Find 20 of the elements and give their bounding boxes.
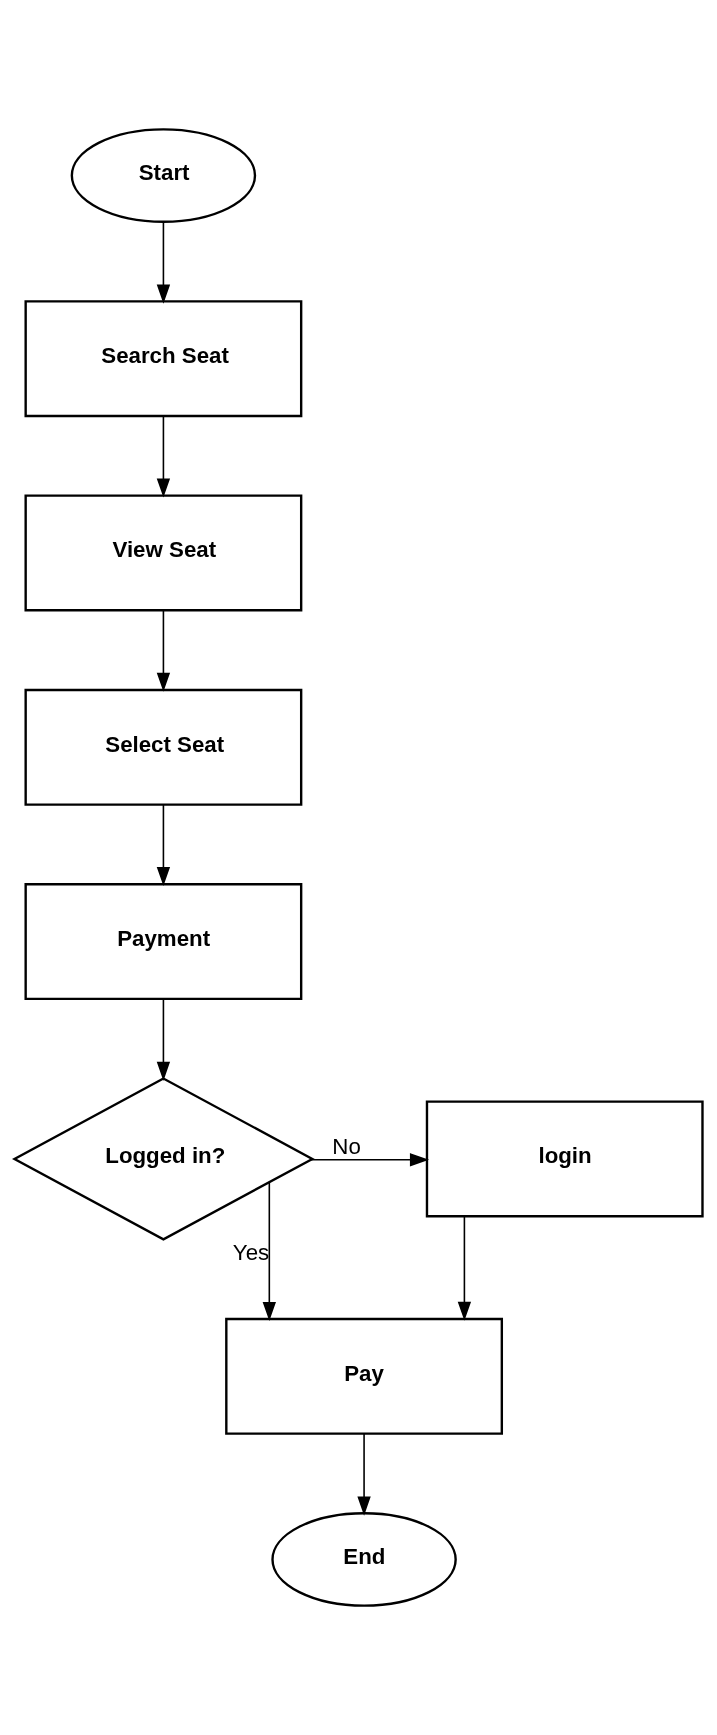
- node-box: Search Seat: [24, 300, 303, 418]
- arrow: [457, 1215, 472, 1321]
- edge-label: Yes: [232, 1240, 270, 1266]
- node-box: Payment: [24, 883, 303, 1001]
- arrow: [156, 220, 171, 304]
- arrow: [156, 998, 171, 1081]
- node-box: login: [425, 1100, 704, 1218]
- arrow: [156, 609, 171, 692]
- node-diamond: Logged in?: [12, 1077, 315, 1241]
- arrow: [262, 1181, 276, 1322]
- node-ellipse: End: [271, 1512, 457, 1607]
- node-box: View Seat: [24, 494, 303, 612]
- arrow: [357, 1432, 371, 1516]
- edge-label: No: [332, 1133, 361, 1159]
- arrow: [156, 415, 171, 498]
- node-ellipse: Start: [70, 128, 257, 223]
- arrow: [310, 1153, 430, 1167]
- node-box: Select Seat: [24, 688, 303, 806]
- arrow: [156, 804, 171, 887]
- node-box: Pay: [225, 1317, 504, 1435]
